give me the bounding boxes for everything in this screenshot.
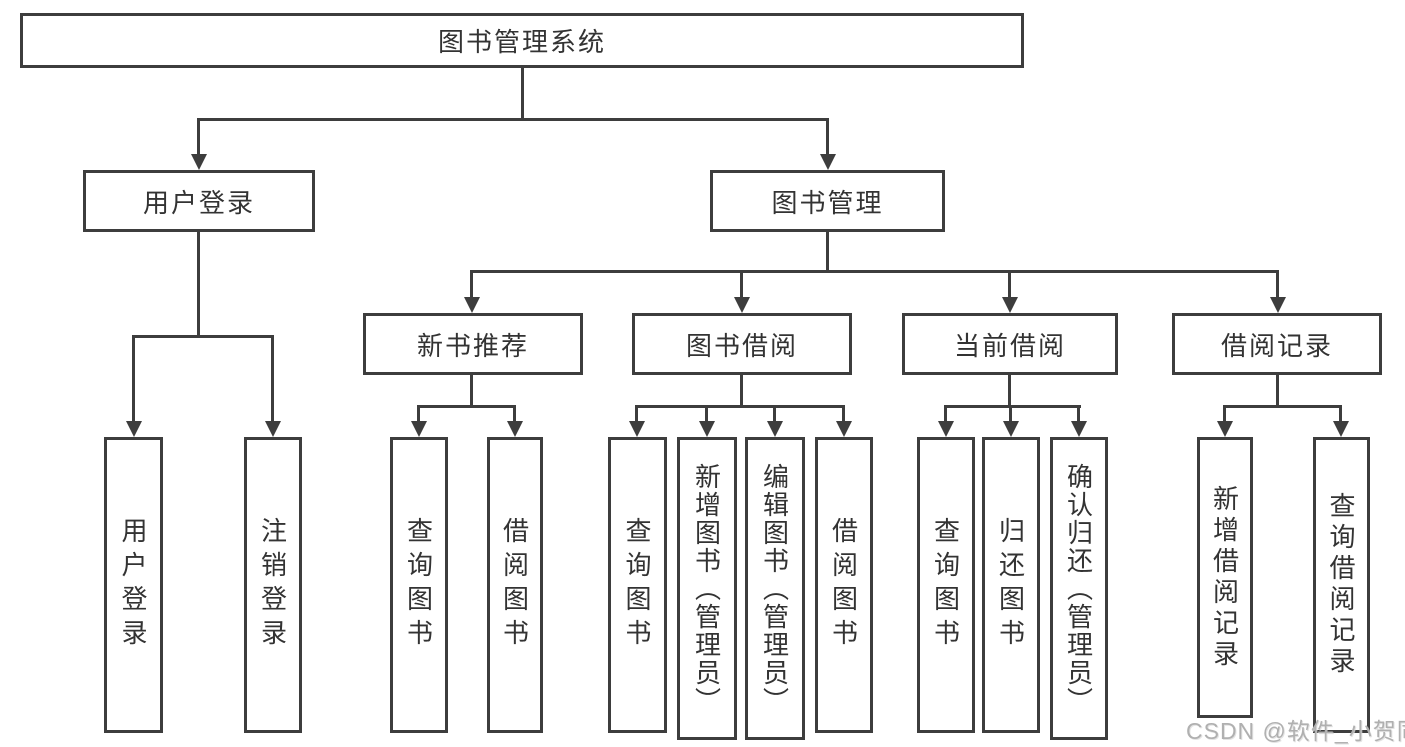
connector-line [826, 232, 829, 270]
leaf-add-borrow-record: 新增借阅记录 [1197, 437, 1253, 718]
connector-line [197, 118, 829, 121]
leaf-label: 新增图书（管理员） [691, 462, 722, 715]
arrow-down-icon [938, 421, 954, 437]
connector-line [197, 232, 200, 335]
arrow-down-icon [1217, 421, 1233, 437]
connector-line [1223, 405, 1342, 408]
connector-line [944, 405, 1081, 408]
node-new-book-recommend: 新书推荐 [363, 313, 583, 375]
connector-line [132, 335, 274, 338]
leaf-label: 注销登录 [257, 517, 288, 653]
leaf-label: 查询图书 [403, 517, 434, 653]
connector-line [705, 405, 708, 425]
leaf-label: 查询图书 [930, 517, 961, 653]
arrow-down-icon [464, 297, 480, 313]
node-user-login-label: 用户登录 [142, 187, 255, 218]
node-user-login: 用户登录 [83, 170, 315, 232]
connector-line [470, 270, 473, 301]
node-borrow-records: 借阅记录 [1172, 313, 1382, 375]
node-root: 图书管理系统 [20, 13, 1024, 68]
connector-line [1223, 405, 1226, 425]
connector-line [944, 405, 947, 425]
leaf-logout: 注销登录 [244, 437, 302, 733]
leaf-return-books: 归还图书 [982, 437, 1040, 733]
connector-line [197, 118, 200, 158]
leaf-borrow-books-recommend: 借阅图书 [487, 437, 543, 733]
leaf-label: 确认归还（管理员） [1063, 462, 1094, 715]
arrow-down-icon [1333, 421, 1349, 437]
connector-line [1339, 405, 1342, 425]
leaf-label: 借阅图书 [499, 517, 530, 653]
leaf-user-login: 用户登录 [104, 437, 163, 733]
node-book-borrowing-label: 图书借阅 [685, 330, 798, 361]
csdn-watermark: CSDN @软件_小贺同学 [1186, 718, 1405, 744]
connector-line [417, 405, 516, 408]
arrow-down-icon [265, 421, 281, 437]
arrow-down-icon [1002, 297, 1018, 313]
connector-line [826, 118, 829, 158]
arrow-down-icon [1071, 421, 1087, 437]
leaf-label: 用户登录 [118, 517, 148, 653]
connector-line [1077, 405, 1080, 425]
connector-line [470, 375, 473, 406]
node-root-label: 图书管理系统 [437, 27, 606, 57]
connector-line [635, 405, 638, 425]
connector-line [842, 405, 845, 425]
node-book-management-label: 图书管理 [771, 187, 884, 218]
leaf-query-books-borrowing: 查询图书 [608, 437, 667, 733]
connector-line [513, 405, 516, 425]
leaf-label: 新增借阅记录 [1209, 484, 1240, 671]
connector-line [740, 375, 743, 406]
arrow-down-icon [629, 421, 645, 437]
connector-line [521, 68, 524, 118]
connector-line [773, 405, 776, 425]
arrow-down-icon [191, 154, 207, 170]
connector-line [470, 270, 1279, 273]
arrow-down-icon [734, 297, 750, 313]
leaf-query-books-current: 查询图书 [917, 437, 975, 733]
arrow-down-icon [699, 421, 715, 437]
node-book-borrowing: 图书借阅 [632, 313, 852, 375]
connector-line [1276, 375, 1279, 406]
leaf-label: 查询借阅记录 [1326, 492, 1356, 678]
connector-line [740, 270, 743, 301]
arrow-down-icon [1003, 421, 1019, 437]
connector-line [635, 405, 845, 408]
arrow-down-icon [126, 421, 142, 437]
arrow-down-icon [411, 421, 427, 437]
arrow-down-icon [1270, 297, 1286, 313]
leaf-label: 编辑图书（管理员） [759, 462, 790, 715]
node-borrow-records-label: 借阅记录 [1220, 330, 1333, 361]
node-current-borrowing-label: 当前借阅 [953, 330, 1066, 361]
leaf-label: 借阅图书 [828, 517, 859, 653]
node-new-book-recommend-label: 新书推荐 [416, 330, 529, 361]
leaf-edit-books-admin: 编辑图书（管理员） [745, 437, 805, 740]
arrow-down-icon [836, 421, 852, 437]
arrow-down-icon [767, 421, 783, 437]
connector-line [1008, 270, 1011, 301]
connector-line [1008, 375, 1011, 406]
leaf-borrow-books: 借阅图书 [815, 437, 873, 733]
leaf-add-books-admin: 新增图书（管理员） [677, 437, 737, 740]
arrow-down-icon [507, 421, 523, 437]
connector-line [132, 335, 135, 425]
connector-line [417, 405, 420, 425]
arrow-down-icon [820, 154, 836, 170]
connector-line [1009, 405, 1012, 425]
connector-line [271, 335, 274, 425]
leaf-confirm-return-admin: 确认归还（管理员） [1050, 437, 1108, 740]
connector-line [1276, 270, 1279, 301]
leaf-query-borrow-record: 查询借阅记录 [1313, 437, 1370, 733]
node-current-borrowing: 当前借阅 [902, 313, 1118, 375]
leaf-label: 归还图书 [995, 517, 1026, 653]
leaf-label: 查询图书 [622, 517, 652, 653]
leaf-query-books-recommend: 查询图书 [390, 437, 448, 733]
node-book-management: 图书管理 [710, 170, 945, 232]
